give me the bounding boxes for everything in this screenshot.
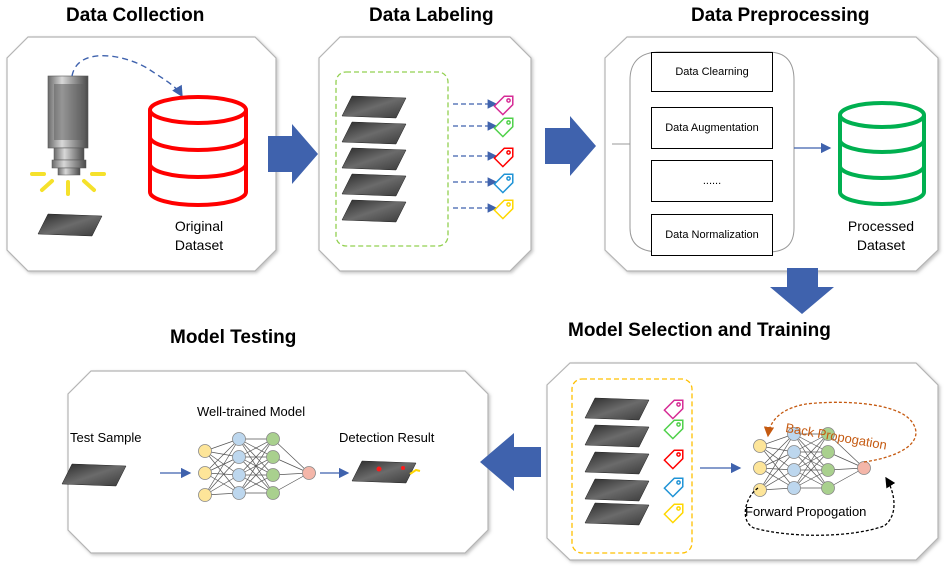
capture-arrow — [71, 54, 183, 98]
processed-dataset-label: Processed Dataset — [847, 218, 915, 253]
panel-model-testing — [67, 370, 489, 554]
training-stack — [584, 397, 650, 526]
forward-propagation-label: Forward Propogation — [745, 504, 867, 519]
test-sample-label: Test Sample — [70, 430, 142, 445]
flow-arrow-preprocessing-to-training — [770, 268, 834, 314]
camera-icon — [30, 75, 106, 196]
labeling-stack — [341, 95, 407, 223]
title-data-preprocessing: Data Preprocessing — [691, 5, 870, 26]
training-box — [571, 378, 693, 554]
panel-data-preprocessing — [604, 36, 939, 272]
database-icon-original — [148, 95, 248, 207]
preprocessing-step-ellipsis: ...... — [651, 160, 773, 202]
test-sample-image — [61, 463, 127, 487]
title-data-collection: Data Collection — [66, 5, 205, 26]
detection-result-image — [351, 460, 421, 484]
labeling-box — [335, 71, 449, 247]
back-propagation-arrow — [763, 401, 917, 463]
original-dataset-label: Original Dataset — [174, 218, 224, 253]
preprocessing-step-normalization: Data Normalization — [651, 214, 773, 256]
tag-icons-labeling — [493, 95, 514, 220]
flow-arrow-collection-to-labeling — [268, 124, 318, 184]
detection-result-label: Detection Result — [339, 430, 435, 445]
preprocessing-step-cleaning: Data Clearning — [651, 52, 773, 92]
well-trained-model-label: Well-trained Model — [197, 404, 306, 419]
label-arrows — [453, 99, 498, 213]
database-icon-processed — [838, 101, 926, 206]
flow-arrow-training-to-testing — [480, 433, 541, 491]
title-model-selection: Model Selection and Training — [568, 320, 831, 341]
title-model-testing: Model Testing — [170, 327, 297, 348]
sample-image-icon — [37, 213, 103, 237]
title-data-labeling: Data Labeling — [369, 5, 494, 26]
preprocessing-step-augmentation: Data Augmentation — [651, 107, 773, 149]
tag-icons-training — [663, 399, 684, 524]
flow-arrow-labeling-to-preprocessing — [545, 116, 596, 176]
